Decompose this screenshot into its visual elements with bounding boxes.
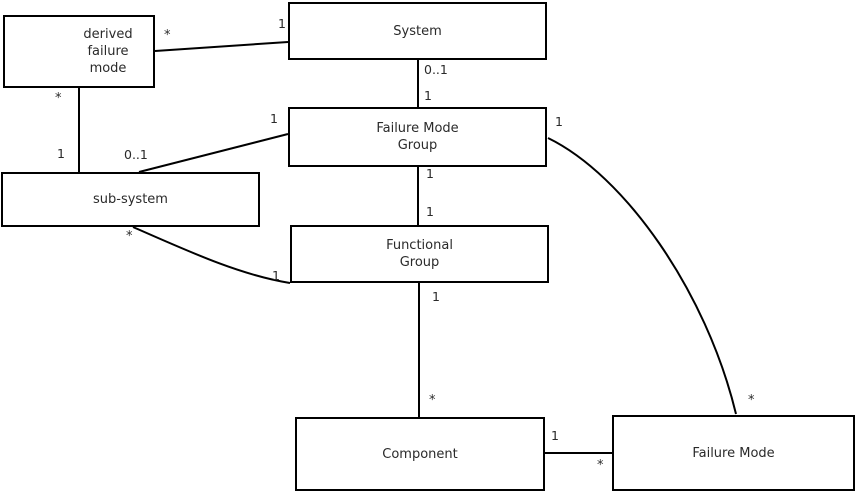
multiplicity-functional-group-to-component-source: 1 [432,289,440,304]
multiplicity-failure-mode-group-to-failure-mode-source: 1 [555,114,563,129]
multiplicity-component-to-failure-mode-target: * [597,458,604,473]
node-label-failure-mode: Failure Mode [692,445,775,461]
node-system[interactable]: System [288,2,547,60]
node-label-system: System [393,23,442,39]
edge-failure-mode-group-to-failure-mode [547,137,737,415]
edge-sub-system-to-failure-mode-group [138,133,289,173]
multiplicity-system-to-failure-mode-group-source: 0..1 [424,62,448,77]
node-label-failure-mode-group: Failure Mode Group [376,121,459,153]
node-failure-mode-group[interactable]: Failure Mode Group [288,107,547,167]
multiplicity-derived-failure-mode-to-system-source: * [164,28,171,43]
multiplicity-sub-system-to-failure-mode-group-target: 1 [270,111,278,126]
edge-sub-system-to-functional-group [132,226,291,284]
node-label-derived-failure-mode: derived failure mode [83,27,133,76]
multiplicity-functional-group-to-component-target: * [429,393,436,408]
multiplicity-sub-system-to-failure-mode-group-source: 0..1 [124,147,148,162]
node-label-functional-group: Functional Group [386,238,453,270]
multiplicity-derived-failure-mode-to-sub-system-source: * [55,91,62,106]
multiplicity-derived-failure-mode-to-sub-system-target: 1 [57,146,65,161]
node-label-component: Component [382,446,458,462]
multiplicity-sub-system-to-functional-group-source: * [126,229,133,244]
multiplicity-failure-mode-group-to-functional-group-source: 1 [426,166,434,181]
node-derived-failure-mode[interactable]: derived failure mode [3,15,155,88]
multiplicity-failure-mode-group-to-functional-group-target: 1 [426,204,434,219]
multiplicity-component-to-failure-mode-source: 1 [551,428,559,443]
edge-derived-failure-mode-to-system [154,41,289,52]
node-functional-group[interactable]: Functional Group [290,225,549,283]
multiplicity-failure-mode-group-to-failure-mode-target: * [748,393,755,408]
multiplicity-sub-system-to-functional-group-target: 1 [272,268,280,283]
multiplicity-system-to-failure-mode-group-target: 1 [424,88,432,103]
node-sub-system[interactable]: sub-system [1,172,260,227]
multiplicity-derived-failure-mode-to-system-target: 1 [278,16,286,31]
node-label-sub-system: sub-system [93,192,168,207]
node-failure-mode[interactable]: Failure Mode [612,415,855,491]
node-component[interactable]: Component [295,417,545,491]
